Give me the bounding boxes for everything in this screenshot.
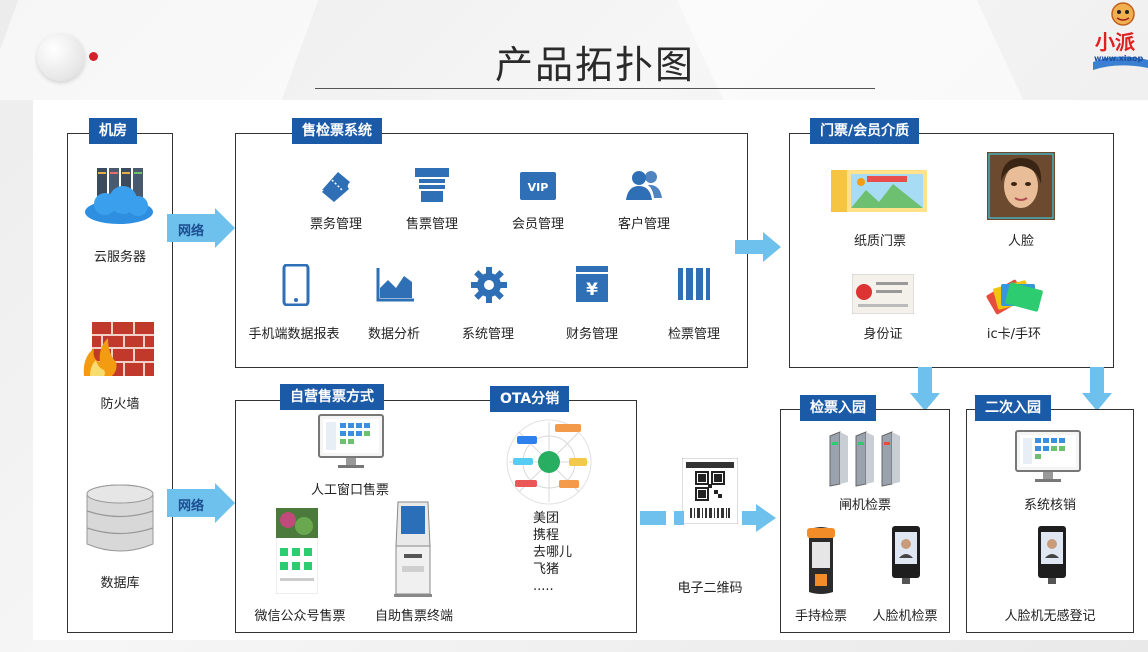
kiosk-label: 自助售票终端 bbox=[374, 609, 453, 624]
ticket-printer-icon bbox=[415, 168, 449, 202]
paper-ticket-image bbox=[831, 170, 927, 212]
ota-channel: 美团 bbox=[533, 511, 560, 526]
brand-mascot-logo bbox=[1093, 2, 1148, 70]
wechat-sales-label: 微信公众号售票 bbox=[254, 609, 346, 624]
self-service-kiosk-icon bbox=[394, 501, 432, 597]
brand-name: 小派 bbox=[1095, 30, 1135, 54]
ic-card-image bbox=[986, 279, 1043, 315]
dashed-arrow-to-checkin bbox=[640, 504, 776, 532]
database-icon bbox=[86, 484, 154, 552]
arrow-down-to-checkin bbox=[910, 367, 940, 411]
module-label: 手机端数据报表 bbox=[248, 327, 340, 342]
face-photo-image bbox=[987, 152, 1055, 220]
face-recognition-terminal-icon bbox=[892, 526, 920, 584]
turnstile-gate-icon bbox=[829, 431, 900, 487]
module-label: 票务管理 bbox=[309, 217, 362, 232]
module-label: 会员管理 bbox=[511, 217, 564, 232]
firewall-label: 防火墙 bbox=[100, 397, 140, 412]
module-label: 系统管理 bbox=[461, 327, 514, 342]
ota-channel-list: 美团 携程 去哪儿 飞猪 ..... bbox=[533, 510, 572, 595]
ticketing-system-tag: 售检票系统 bbox=[292, 118, 382, 144]
system-monitor-icon bbox=[1015, 430, 1081, 482]
module-label: 客户管理 bbox=[617, 217, 670, 232]
handheld-checkin-label: 手持检票 bbox=[794, 609, 847, 624]
title-underline bbox=[315, 88, 875, 89]
cloud-server-icon bbox=[85, 168, 153, 224]
ic-card-label: ic卡/手环 bbox=[986, 327, 1042, 342]
brand-url: www.xiaop bbox=[1094, 54, 1144, 63]
vip-card-icon: VIP bbox=[520, 172, 556, 200]
paper-ticket-label: 纸质门票 bbox=[853, 234, 906, 249]
vip-text: VIP bbox=[528, 181, 549, 194]
gate-checkin-label: 闸机检票 bbox=[838, 498, 891, 513]
server-room-tag: 机房 bbox=[89, 118, 137, 144]
customer-group-icon bbox=[626, 171, 662, 200]
face-terminal-icon bbox=[1038, 526, 1066, 584]
cloud-server-label: 云服务器 bbox=[93, 250, 146, 265]
ticketing-system-box bbox=[235, 133, 748, 368]
ota-channel: 飞猪 bbox=[533, 562, 560, 577]
network-arrow-bottom bbox=[167, 483, 235, 523]
second-entry-tag: 二次入园 bbox=[975, 395, 1051, 421]
ota-channel: ..... bbox=[533, 579, 554, 594]
network-label-top: 网络 bbox=[178, 224, 205, 239]
arrow-right-to-media bbox=[735, 232, 781, 262]
face-label: 人脸 bbox=[1007, 234, 1034, 249]
handheld-scanner-icon bbox=[807, 527, 835, 594]
yen-text: ¥ bbox=[586, 280, 598, 300]
manual-window-label: 人工窗口售票 bbox=[310, 483, 389, 498]
area-chart-icon bbox=[376, 268, 414, 302]
network-arrow-top bbox=[167, 208, 235, 248]
module-label: 财务管理 bbox=[565, 327, 618, 342]
barcode-gate-icon bbox=[678, 268, 710, 300]
logo-sphere bbox=[37, 33, 85, 81]
ota-channel: 去哪儿 bbox=[533, 545, 573, 560]
face-register-label: 人脸机无感登记 bbox=[1004, 609, 1096, 624]
module-label: 售票管理 bbox=[405, 217, 458, 232]
qr-code-ticket-image bbox=[682, 458, 738, 524]
module-label: 数据分析 bbox=[367, 327, 420, 342]
module-label: 检票管理 bbox=[667, 327, 720, 342]
ota-tag: OTA分销 bbox=[490, 386, 570, 412]
database-label: 数据库 bbox=[100, 576, 140, 591]
finance-yen-icon: ¥ bbox=[576, 266, 608, 302]
self-sales-tag: 自营售票方式 bbox=[280, 384, 384, 410]
ota-channel: 携程 bbox=[533, 528, 560, 543]
ticket-media-tag: 门票/会员介质 bbox=[810, 118, 920, 144]
qr-code-label: 电子二维码 bbox=[677, 581, 743, 596]
face-checkin-label: 人脸机检票 bbox=[872, 609, 938, 624]
id-card-label: 身份证 bbox=[863, 327, 903, 342]
firewall-icon bbox=[83, 322, 154, 376]
ticket-icon bbox=[322, 172, 350, 202]
id-card-image bbox=[852, 274, 914, 314]
computer-monitor-icon bbox=[318, 414, 384, 468]
logo-red-dot bbox=[89, 52, 98, 61]
page-title: 产品拓扑图 bbox=[494, 43, 695, 87]
arrow-down-to-second-entry bbox=[1082, 367, 1112, 411]
checkin-tag: 检票入园 bbox=[800, 395, 876, 421]
mobile-phone-icon bbox=[282, 264, 310, 306]
gear-icon bbox=[471, 267, 507, 303]
network-label-bottom: 网络 bbox=[178, 499, 205, 514]
wechat-phone-screenshot bbox=[276, 508, 318, 594]
system-verify-label: 系统核销 bbox=[1023, 498, 1076, 513]
ota-network-graphic bbox=[506, 419, 592, 505]
